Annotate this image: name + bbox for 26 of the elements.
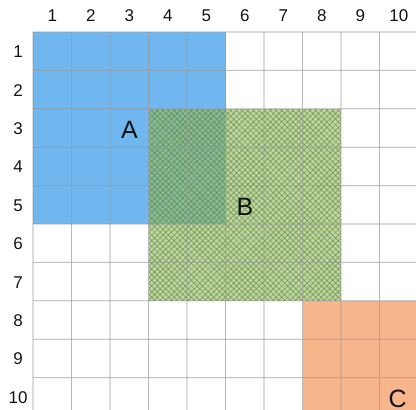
column-number: 2 — [85, 7, 96, 25]
row-number: 1 — [12, 43, 24, 62]
region-letter: A — [121, 118, 138, 143]
row-number: 6 — [12, 235, 24, 254]
column-number: 9 — [354, 7, 366, 25]
column-number: 1 — [46, 7, 58, 25]
column-number: 7 — [278, 7, 289, 25]
column-number: 3 — [124, 7, 135, 25]
row-number: 7 — [12, 274, 24, 292]
row-number: 3 — [12, 120, 24, 138]
column-number: 5 — [200, 7, 212, 25]
row-number: 2 — [12, 82, 24, 100]
row-number: 8 — [12, 312, 24, 330]
column-number: 4 — [162, 7, 174, 25]
shaded-rectangle — [302, 300, 416, 410]
row-number: 9 — [12, 350, 24, 368]
region-letter: C — [388, 386, 407, 410]
region-letter: B — [236, 194, 254, 220]
column-number: 6 — [239, 7, 250, 25]
column-number: 8 — [316, 7, 328, 25]
row-number: 10 — [8, 388, 28, 407]
shaded-rectangle — [33, 32, 226, 224]
hatched-rectangle — [148, 108, 341, 301]
column-number: 10 — [388, 7, 410, 25]
row-number: 4 — [12, 158, 24, 176]
row-number: 5 — [12, 196, 24, 215]
